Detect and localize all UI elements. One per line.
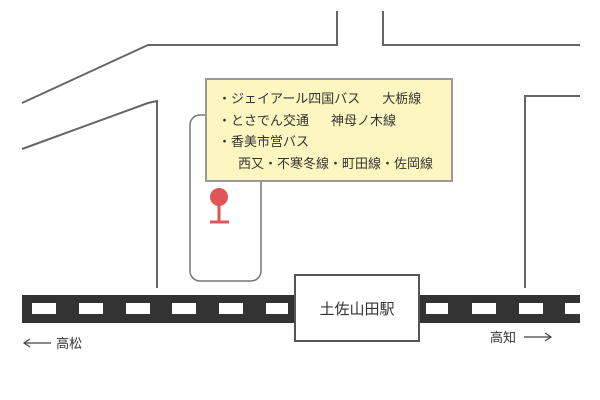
arrow-left-icon bbox=[22, 337, 52, 352]
railway-ties bbox=[32, 303, 580, 314]
road-edge-left bbox=[21, 99, 158, 288]
bus-route-line-4: 西又・不寒冬線・町田線・佐岡線 bbox=[218, 154, 451, 176]
bus-company: ・とさでん交通 bbox=[218, 113, 310, 129]
direction-left-label: 高松 bbox=[22, 333, 82, 352]
road-edge-top-right bbox=[382, 11, 580, 46]
road-edge-top-left bbox=[21, 11, 338, 104]
direction-left-text: 高松 bbox=[56, 337, 83, 352]
bus-routes-info-box: ・ジェイアール四国バス 大栃線 ・とさでん交通 神母ノ木線 ・香美市営バス 西又・不… bbox=[205, 78, 453, 182]
bus-route: 神母ノ木線 bbox=[331, 113, 397, 129]
arrow-right-icon bbox=[520, 331, 554, 346]
station-box: 土佐山田駅 bbox=[294, 274, 420, 342]
direction-right-label: 高知 bbox=[490, 327, 554, 346]
bus-stop-pin-icon bbox=[210, 188, 229, 224]
bus-route-line-2: ・とさでん交通 神母ノ木線 bbox=[218, 111, 451, 133]
bus-route: 西又・不寒冬線・町田線・佐岡線 bbox=[238, 156, 434, 172]
bus-route-line-1: ・ジェイアール四国バス 大栃線 bbox=[218, 89, 451, 111]
station-name: 土佐山田駅 bbox=[319, 299, 395, 318]
road-edge-right bbox=[524, 95, 580, 288]
bus-route: 大栃線 bbox=[382, 92, 422, 107]
bus-route-line-3: ・香美市営バス bbox=[218, 132, 451, 154]
bus-company: ・ジェイアール四国バス bbox=[218, 92, 361, 107]
bus-company: ・香美市営バス bbox=[218, 135, 310, 150]
direction-right-text: 高知 bbox=[490, 331, 517, 346]
